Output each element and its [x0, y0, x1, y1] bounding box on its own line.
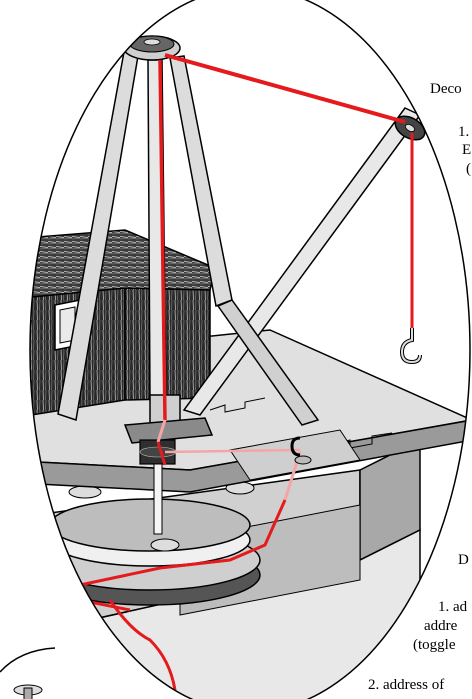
crane-legs: [57, 51, 422, 426]
zoom-oval-outline: [29, 0, 471, 699]
inset-view: [0, 647, 56, 699]
label-item-2-bottom: 2. address of: [368, 677, 445, 693]
label-item-1-bottom: 1. ad: [438, 599, 468, 615]
label-item-1-top: 1.: [458, 124, 470, 140]
mast-base: [123, 394, 214, 535]
label-item-1-top-line3: (: [466, 161, 471, 177]
turntable: [39, 481, 261, 606]
lower-pulley: [290, 436, 312, 465]
label-decoder-bottom: D: [458, 552, 469, 568]
wooden-shed: [30, 229, 216, 421]
label-item-1-bottom-line3: (toggle: [413, 637, 456, 653]
label-item-1-bottom-line2: addre: [424, 618, 458, 634]
crane-hook: [399, 328, 422, 365]
label-decoder-top: Deco: [430, 81, 462, 97]
label-item-1-top-line2: E: [462, 142, 472, 158]
